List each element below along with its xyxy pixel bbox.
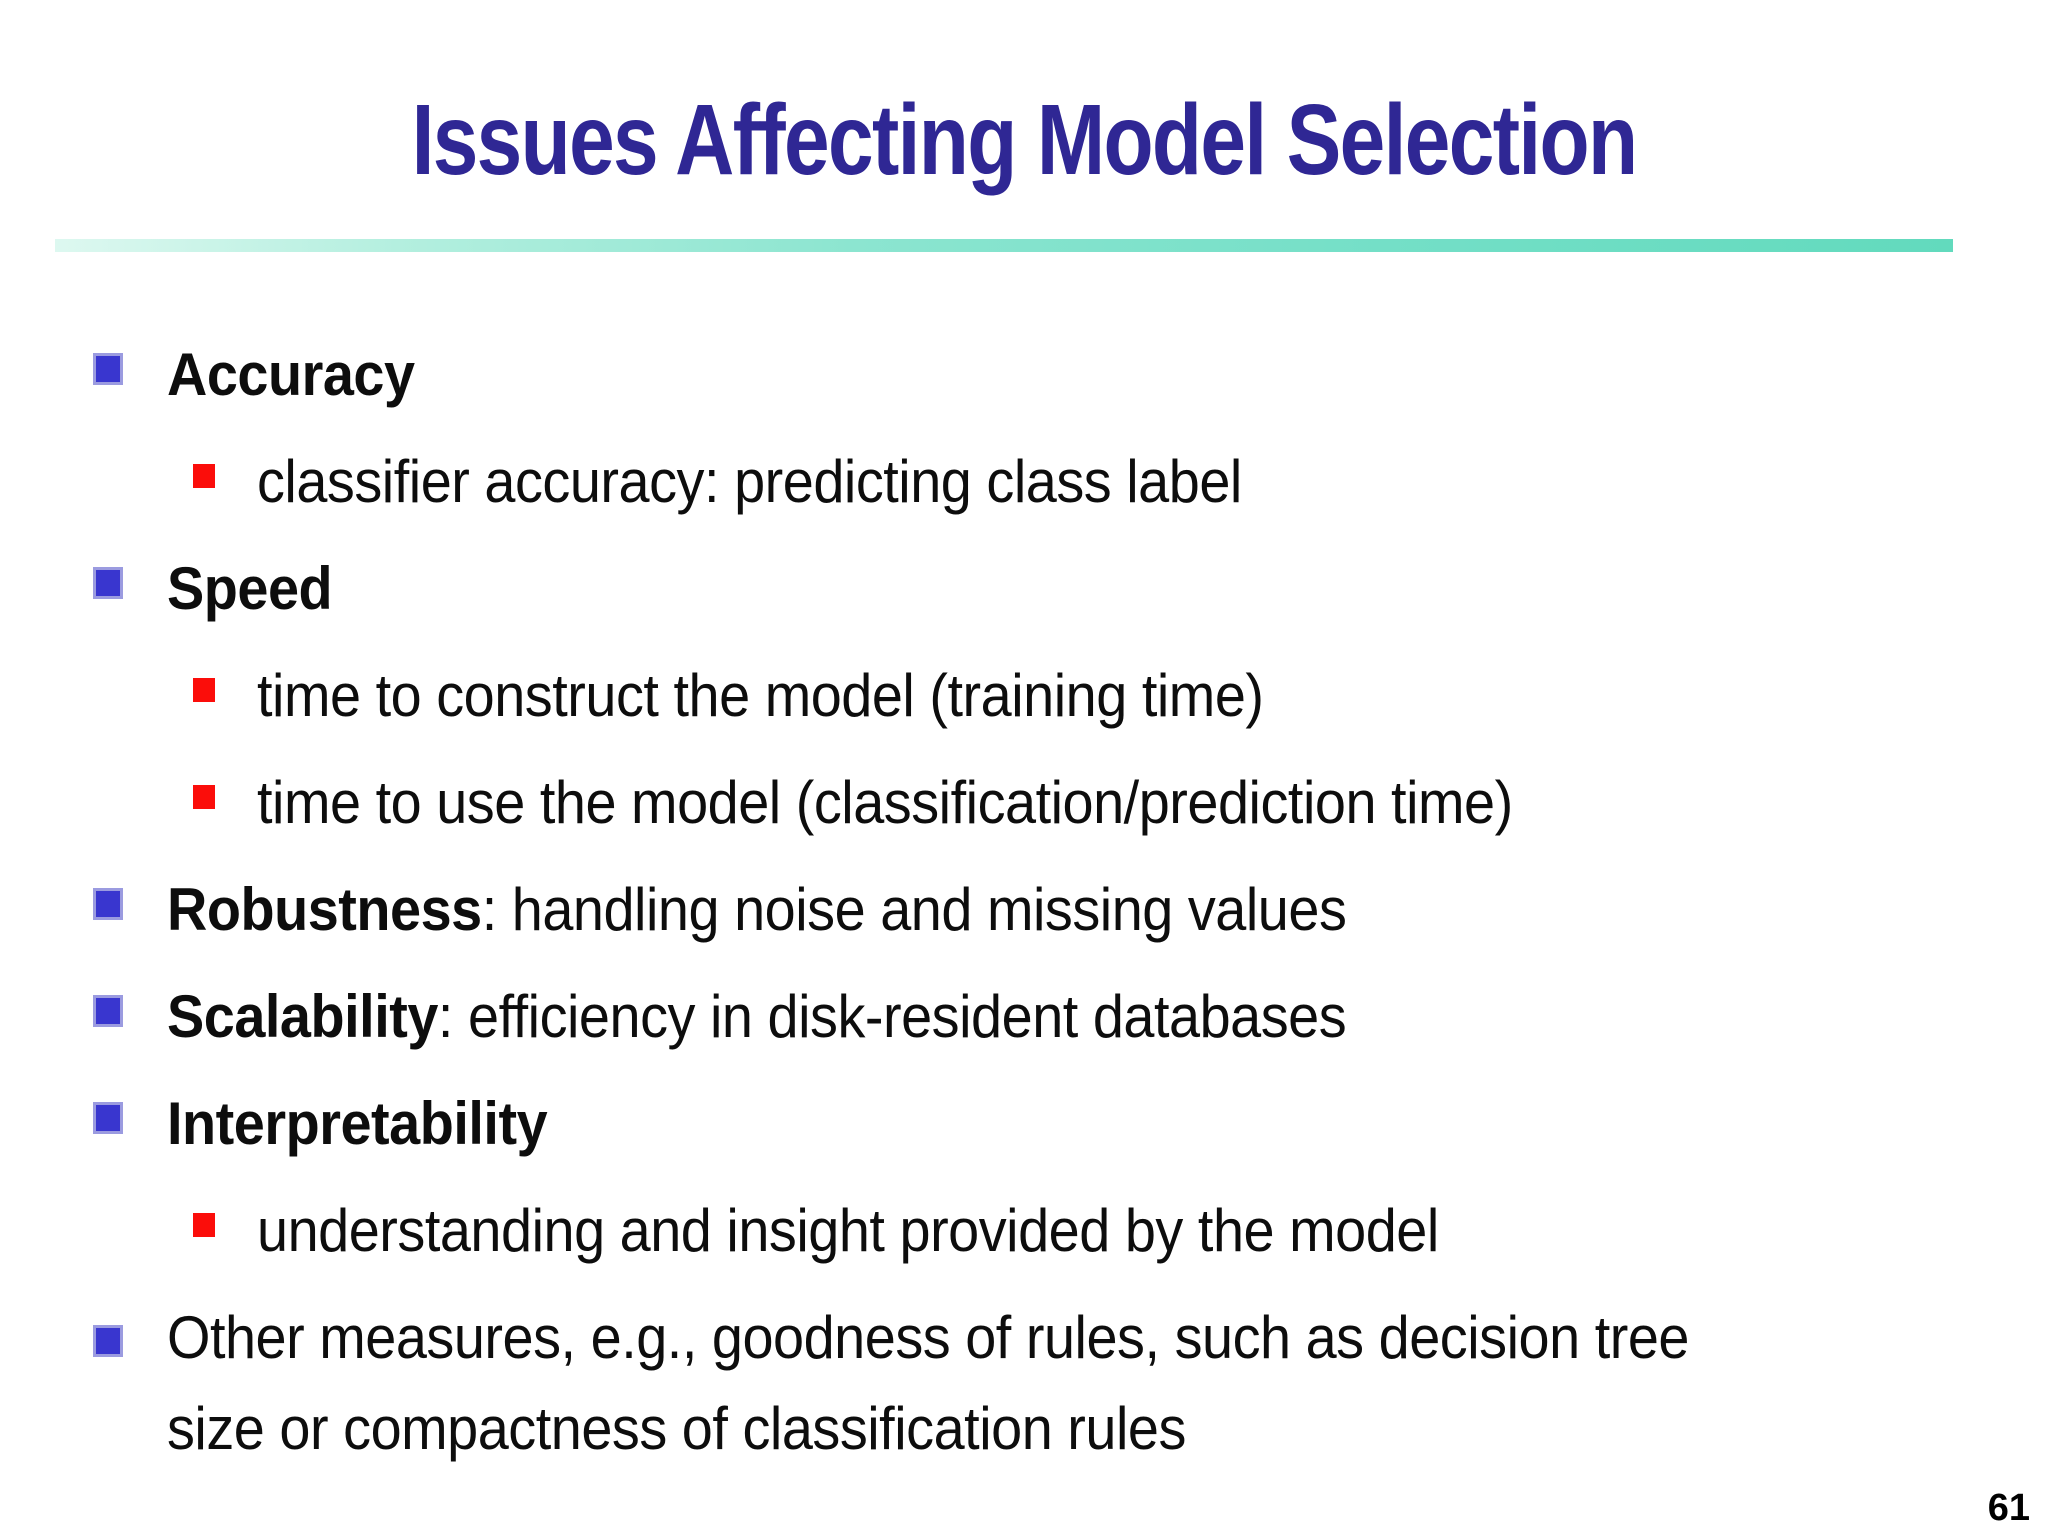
bullet-text: classifier accuracy: predicting class la… <box>257 448 1242 515</box>
bullet-item-accuracy: Accuracy <box>0 321 2048 428</box>
blue-square-bullet-icon <box>93 1101 123 1134</box>
blue-square-bullet-icon <box>93 994 123 1027</box>
bullet-item-speed: Speed <box>0 535 2048 642</box>
blue-square-bullet-icon <box>93 1325 123 1357</box>
blue-square-bullet-icon <box>93 566 123 599</box>
bullet-text: Speed <box>167 555 333 622</box>
bullet-text: time to construct the model (training ti… <box>257 662 1264 729</box>
sub-bullet-model-insight: understanding and insight provided by th… <box>0 1177 2048 1284</box>
bullet-text: time to use the model (classification/pr… <box>257 769 1513 836</box>
bullet-item-interpretability: Interpretability <box>0 1070 2048 1177</box>
bullet-text-line: Other measures, e.g., goodness of rules,… <box>167 1304 1690 1371</box>
title-underline <box>55 239 1953 252</box>
blue-square-bullet-icon <box>93 352 123 385</box>
bullet-text: understanding and insight provided by th… <box>257 1197 1439 1264</box>
sub-bullet-classifier-accuracy: classifier accuracy: predicting class la… <box>0 428 2048 535</box>
red-square-bullet-icon <box>193 677 215 702</box>
bullet-item-scalability: Scalability: efficiency in disk-resident… <box>0 963 2048 1070</box>
red-square-bullet-icon <box>193 784 215 809</box>
bullet-text: Robustness: handling noise and missing v… <box>167 876 1347 943</box>
bullet-text: Accuracy <box>167 341 415 408</box>
bullet-text: Scalability: efficiency in disk-resident… <box>167 983 1347 1050</box>
bullet-text-line: size or compactness of classification ru… <box>167 1395 1186 1462</box>
bullet-text: Interpretability <box>167 1090 548 1157</box>
page-title: Issues Affecting Model Selection <box>411 84 1638 196</box>
bullet-list: Accuracy classifier accuracy: predicting… <box>0 321 2048 1474</box>
blue-square-bullet-icon <box>93 887 123 920</box>
page-number: 61 <box>1987 1487 2030 1529</box>
bullet-text: Other measures, e.g., goodness of rules,… <box>167 1292 1689 1474</box>
bullet-item-robustness: Robustness: handling noise and missing v… <box>0 856 2048 963</box>
sub-bullet-training-time: time to construct the model (training ti… <box>0 642 2048 749</box>
red-square-bullet-icon <box>193 463 215 488</box>
red-square-bullet-icon <box>193 1212 215 1237</box>
bullet-item-other-measures: Other measures, e.g., goodness of rules,… <box>0 1284 2048 1474</box>
sub-bullet-prediction-time: time to use the model (classification/pr… <box>0 749 2048 856</box>
